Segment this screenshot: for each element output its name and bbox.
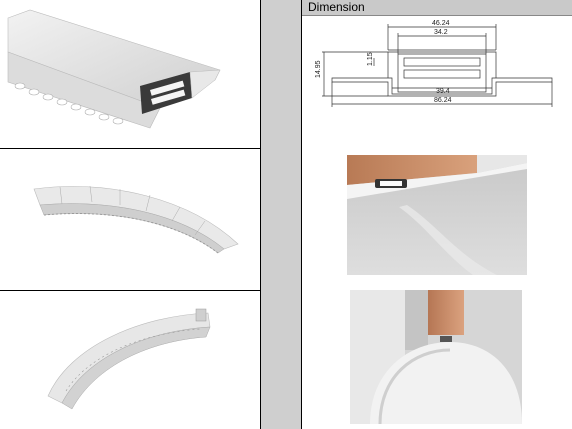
ceiling-installation-photo	[347, 155, 527, 275]
arc-profile-render	[47, 308, 211, 410]
dim-inner-width: 34.2	[434, 29, 448, 36]
dimension-title: Dimension	[308, 0, 365, 14]
separator-gutter	[261, 0, 302, 429]
straight-profile-render	[7, 9, 221, 129]
product-images-column	[0, 0, 261, 429]
dim-lip: 1.15	[367, 52, 374, 66]
curved-profile-render	[33, 185, 239, 254]
dimension-drawing: 46.24 34.2 14.95 1.15 39.4 86.24	[315, 20, 553, 107]
dimension-column: Dimension	[302, 0, 572, 429]
arc-profile-cell	[0, 291, 260, 429]
dimension-header: Dimension	[302, 0, 572, 16]
straight-profile-cell	[0, 0, 260, 149]
dim-top-width: 46.24	[432, 20, 450, 27]
dim-bottom-inner: 39.4	[436, 88, 450, 95]
dim-height: 14.95	[315, 60, 322, 78]
curved-profile-cell	[0, 149, 260, 291]
dim-overall-width: 86.24	[434, 97, 452, 104]
arch-installation-photo	[350, 290, 522, 424]
